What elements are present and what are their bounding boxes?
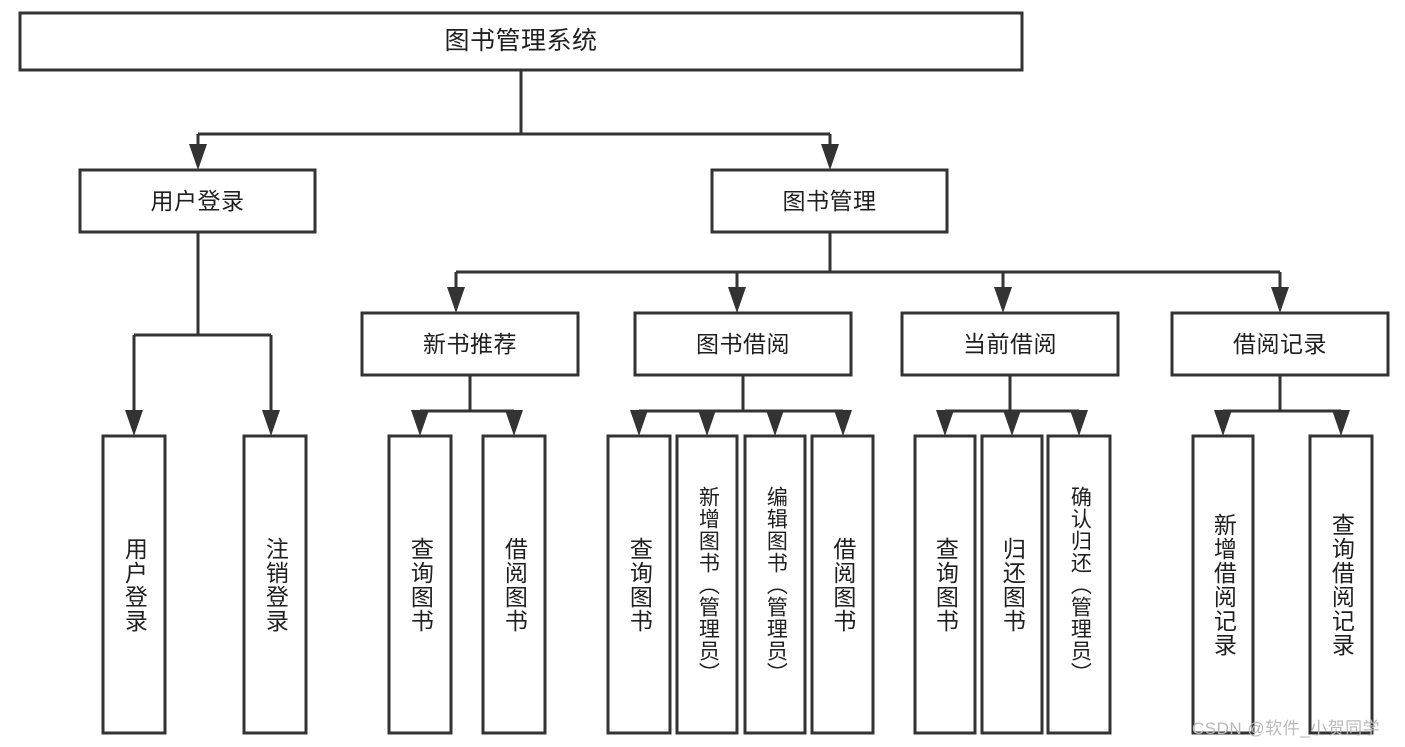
node-box-leaf-user-logout[interactable] [242, 434, 308, 735]
node-box-leaf-return-book[interactable] [980, 434, 1044, 735]
arrowhead-icon [821, 144, 839, 170]
node-box-current-borrow[interactable] [900, 311, 1120, 377]
arrowhead-icon [994, 287, 1012, 313]
node-box-leaf-confirm-return[interactable] [1046, 434, 1112, 735]
edges-layer [125, 70, 1350, 436]
arrowhead-icon [1070, 410, 1088, 436]
node-box-borrow-record[interactable] [1170, 311, 1390, 377]
node-box-user-login[interactable] [78, 168, 317, 234]
node-box-leaf-add-record[interactable] [1191, 434, 1255, 735]
node-box-root[interactable] [18, 11, 1024, 72]
node-box-leaf-add-book[interactable] [675, 434, 739, 735]
node-box-leaf-borrow-book-1[interactable] [481, 434, 547, 735]
arrowhead-icon [1332, 410, 1350, 436]
arrowhead-icon [1214, 410, 1232, 436]
arrowhead-icon [630, 410, 648, 436]
node-box-book-borrow[interactable] [633, 311, 853, 377]
arrowhead-icon [698, 410, 716, 436]
node-box-leaf-query-book-1[interactable] [387, 434, 453, 735]
node-box-new-book-rec[interactable] [360, 311, 580, 377]
arrowhead-icon [728, 287, 746, 313]
node-box-leaf-query-book-2[interactable] [606, 434, 672, 735]
arrowhead-icon [1271, 287, 1289, 313]
node-box-leaf-borrow-book-2[interactable] [810, 434, 875, 735]
node-box-leaf-query-book-3[interactable] [913, 434, 977, 735]
node-box-leaf-query-record[interactable] [1308, 434, 1374, 735]
arrowhead-icon [1003, 410, 1021, 436]
node-box-leaf-edit-book[interactable] [743, 434, 807, 735]
node-box-leaf-user-login[interactable] [101, 434, 167, 735]
arrowhead-icon [262, 410, 280, 436]
arrowhead-icon [125, 410, 143, 436]
arrowhead-icon [834, 410, 852, 436]
arrowhead-icon [936, 410, 954, 436]
boxes-layer [18, 11, 1390, 735]
arrowhead-icon [411, 410, 429, 436]
arrowhead-icon [766, 410, 784, 436]
arrowhead-icon [447, 287, 465, 313]
node-box-book-manage[interactable] [710, 168, 949, 234]
arrowhead-icon [189, 144, 207, 170]
arrowhead-icon [505, 410, 523, 436]
